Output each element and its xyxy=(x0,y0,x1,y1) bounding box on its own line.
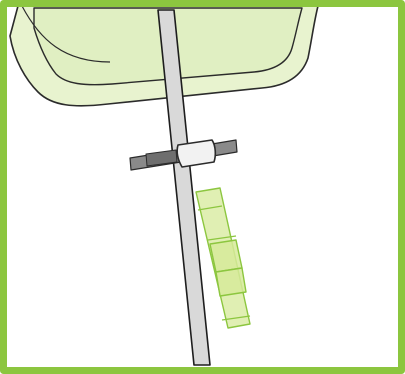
connector-lower xyxy=(215,267,247,297)
connector-icon xyxy=(195,187,251,329)
roller-clamp-icon xyxy=(129,139,238,171)
tube-upper xyxy=(157,9,211,366)
connector-middle xyxy=(209,239,243,273)
connector-rib xyxy=(197,205,223,211)
iv-bag-seam xyxy=(21,5,111,63)
clamp-body xyxy=(176,139,217,168)
connector-rib xyxy=(207,235,237,241)
tubing-icon xyxy=(157,9,211,366)
clamp-arm-shade xyxy=(145,149,178,167)
connector-rib xyxy=(221,315,251,321)
